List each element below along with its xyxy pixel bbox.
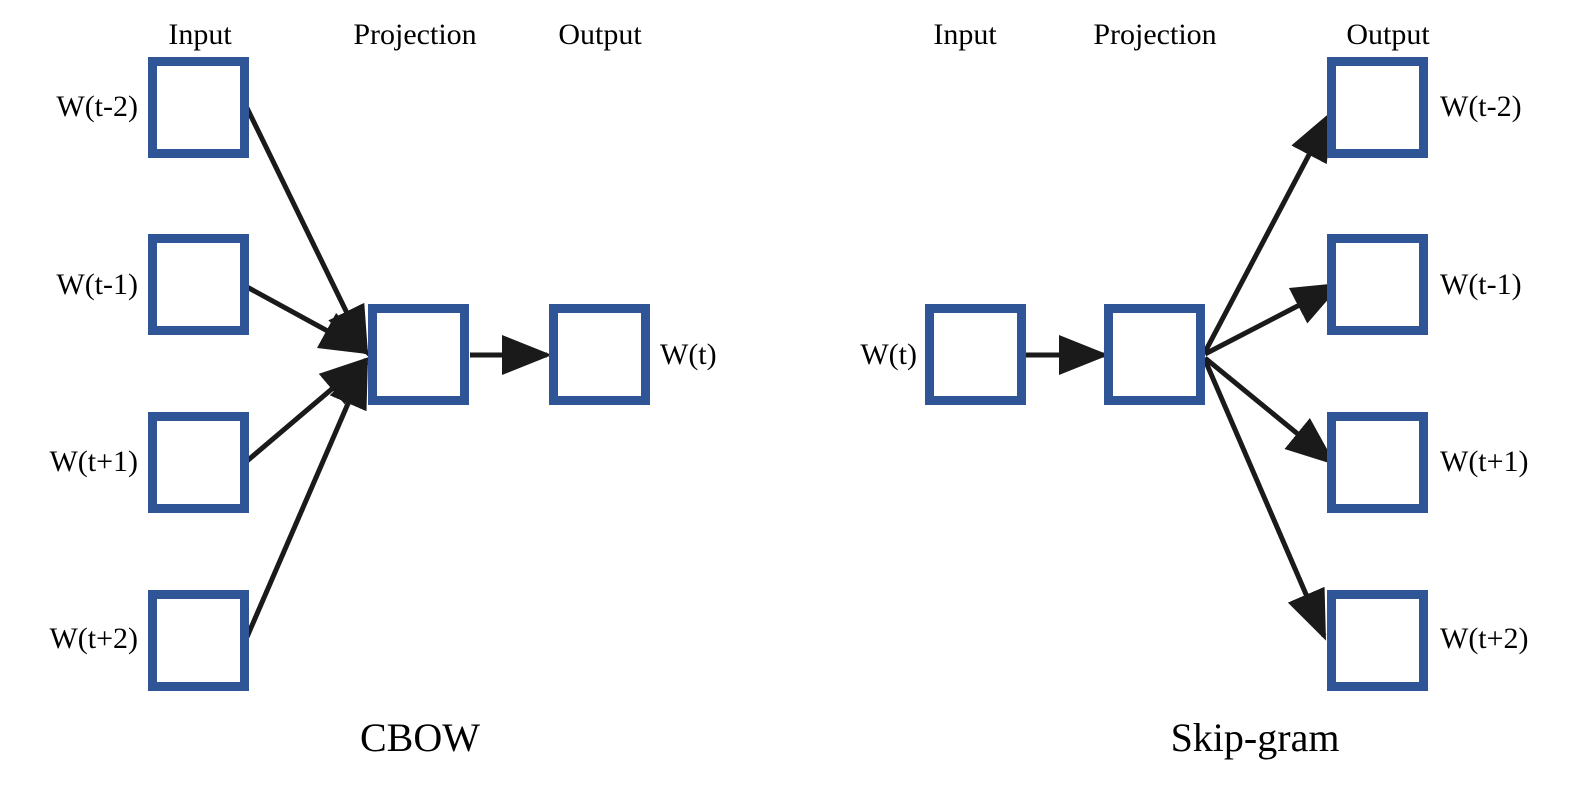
skipgram-output-label-3: W(t+1) bbox=[1440, 445, 1529, 478]
cbow-output-box[interactable] bbox=[549, 304, 650, 405]
skipgram-output-box-2[interactable] bbox=[1327, 234, 1428, 335]
skipgram-input-box[interactable] bbox=[925, 304, 1026, 405]
skipgram-header-projection: Projection bbox=[1093, 18, 1217, 51]
skipgram-output-edges bbox=[1202, 110, 1343, 641]
skipgram-input-label-1: W(t) bbox=[860, 338, 917, 371]
edge-projection-to-output4 bbox=[1202, 359, 1327, 641]
cbow-input-label-2: W(t-1) bbox=[56, 268, 138, 301]
edge-input2-to-projection bbox=[245, 284, 371, 355]
edge-projection-to-output3 bbox=[1203, 356, 1336, 466]
cbow-input-box-4[interactable] bbox=[148, 590, 249, 691]
cbow-input-edges bbox=[244, 106, 371, 638]
cbow-projection-box[interactable] bbox=[368, 304, 469, 405]
edge-input4-to-projection bbox=[244, 357, 369, 638]
skipgram-header-input: Input bbox=[933, 18, 997, 51]
cbow-input-label-3: W(t+1) bbox=[49, 445, 138, 478]
cbow-input-label-4: W(t+2) bbox=[49, 622, 138, 655]
cbow-input-box-3[interactable] bbox=[148, 412, 249, 513]
edge-input3-to-projection bbox=[245, 356, 370, 463]
skipgram-header-output: Output bbox=[1346, 18, 1430, 51]
cbow-header-input: Input bbox=[168, 18, 232, 51]
cbow-header-output: Output bbox=[558, 18, 642, 51]
skipgram-output-box-1[interactable] bbox=[1327, 57, 1428, 158]
skipgram-output-label-2: W(t-1) bbox=[1440, 268, 1522, 301]
cbow-input-label-1: W(t-2) bbox=[56, 90, 138, 123]
edge-projection-to-output1 bbox=[1202, 110, 1333, 354]
edge-input1-to-projection bbox=[244, 106, 369, 357]
skipgram-output-label-1: W(t-2) bbox=[1440, 90, 1522, 123]
cbow-input-box-1[interactable] bbox=[148, 57, 249, 158]
skipgram-output-box-3[interactable] bbox=[1327, 412, 1428, 513]
cbow-input-box-2[interactable] bbox=[148, 234, 249, 335]
edge-projection-to-output2 bbox=[1203, 282, 1343, 357]
cbow-caption: CBOW bbox=[360, 715, 480, 760]
skipgram-output-label-4: W(t+2) bbox=[1440, 622, 1529, 655]
skipgram-output-box-4[interactable] bbox=[1327, 590, 1428, 691]
skipgram-caption: Skip-gram bbox=[1170, 715, 1340, 760]
cbow-output-label-1: W(t) bbox=[660, 338, 717, 371]
skipgram-projection-box[interactable] bbox=[1104, 304, 1205, 405]
cbow-header-projection: Projection bbox=[353, 18, 477, 51]
